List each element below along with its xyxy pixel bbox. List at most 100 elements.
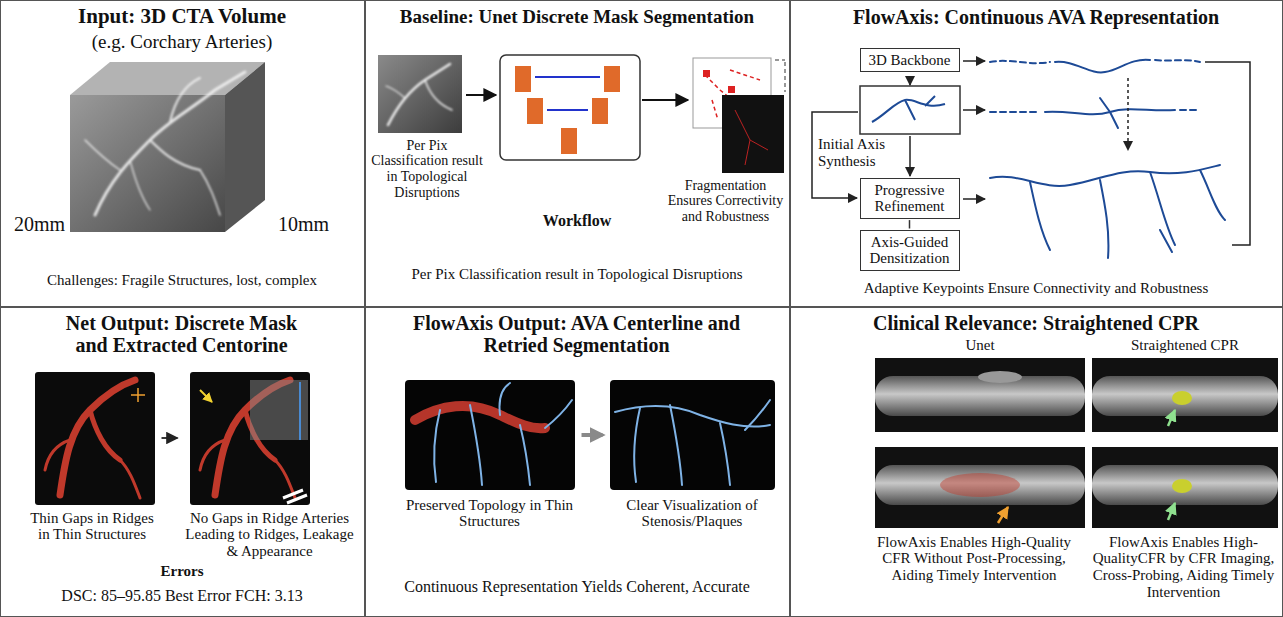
cpr-images (1092, 358, 1278, 432)
ava-centerline-image (499, 383, 510, 415)
image-panel: Preserved Topology in Thin Structures (400, 380, 580, 533)
unet-network-symbol (527, 98, 543, 124)
cpr-images (978, 371, 1022, 383)
cpr-images (875, 358, 1085, 432)
panel: FlowAxis Output: AVA Centerline and Retr… (365, 307, 790, 617)
extracted-centerline-image (200, 440, 225, 470)
unet-network-symbol (604, 66, 620, 92)
unet-input-image (425, 80, 452, 110)
caption: Clear Visualization of Stenosis/Plaques (605, 497, 780, 531)
connector-arrow (582, 433, 603, 437)
cpr-images (875, 447, 1085, 528)
cpr-images (1168, 503, 1175, 520)
image-panel: No Gaps in Ridge Arteries Leading to Rid… (180, 372, 360, 562)
unet-network-symbol (592, 98, 608, 124)
cpr-images (1168, 410, 1175, 426)
caption: DSC: 85–95.85 Best Error FCH: 3.13 (0, 587, 365, 605)
unet-network-symbol (515, 66, 620, 154)
dimension-label: 20mm (14, 213, 65, 235)
discrete-mask-image (45, 440, 70, 470)
unet-network-symbol (515, 66, 531, 92)
pipeline-arrow (909, 76, 911, 85)
fragmented-output-image (703, 70, 710, 77)
unet-input-image (388, 64, 450, 125)
caption: Continuous Representation Yields Coheren… (365, 578, 790, 596)
pipeline-arrow (963, 60, 985, 62)
centerline-sketch (1100, 180, 1108, 258)
ava-centerline-image (405, 380, 575, 490)
caption: Per Pix Classification result in Topolog… (365, 266, 790, 283)
cpr-images (875, 376, 1085, 416)
caption: Challenges: Fragile Structures, lost, co… (0, 272, 365, 289)
fragmented-output-image (775, 60, 785, 92)
box-label: 3D Backbone (865, 52, 955, 69)
caption: Thin Gaps in Ridges in Thin Structures (25, 510, 160, 544)
cta-cube (200, 170, 220, 215)
cta-cube (85, 140, 120, 170)
cta-cube (70, 95, 225, 232)
caption: FlowAxis Enables High-QualityCFR by CFR … (1090, 534, 1278, 601)
ava-centerline-image (415, 406, 545, 428)
cta-cube (150, 140, 200, 170)
unet-input-image (378, 55, 462, 133)
unet-input-image (378, 55, 462, 133)
unet-input-image (386, 64, 452, 125)
unet-input-image (386, 86, 405, 98)
box-label: Axis-Guided Densitization (865, 234, 955, 268)
cpr-images (1092, 447, 1278, 528)
axis-synthesis-box (860, 86, 960, 134)
discrete-mask-image (131, 388, 145, 402)
caption: FlowAxis Enables High-Quality CFR Withou… (862, 534, 1087, 584)
centerline-sketch (1200, 170, 1225, 220)
extracted-centerline-image (250, 380, 308, 440)
caption: Preserved Topology in Thin Structures (400, 497, 580, 531)
extracted-centerline-image (200, 390, 212, 402)
unet-network-symbol (561, 128, 577, 154)
image-panel: Per Pix Classification result in Topolog… (369, 55, 486, 203)
retrieved-segmentation-image (720, 423, 730, 485)
centerline-sketch (990, 165, 1220, 186)
pipeline-arrow (963, 198, 985, 200)
retrieved-segmentation-image (610, 380, 775, 490)
retrieved-segmentation-image (670, 405, 682, 485)
ava-centerline-image (520, 425, 530, 485)
fragmented-output-image (693, 58, 785, 173)
image-panel: Thin Gaps in Ridges in Thin Structures (25, 372, 160, 546)
connector-arrow (162, 437, 178, 439)
cpr-images (1092, 376, 1278, 416)
ava-centerline-image (545, 400, 572, 428)
panel-title: Net Output: Discrete Mask and Extracted … (52, 312, 312, 357)
ava-centerline-image (434, 383, 572, 485)
box-label: Progressive Refinement (865, 182, 955, 216)
centerline-sketch (1180, 109, 1200, 111)
unet-network-symbol (500, 55, 640, 160)
unet-network-symbol (547, 109, 588, 111)
centerline-sketch (1030, 182, 1050, 250)
annotation-label: Straightened CPR (1100, 337, 1270, 354)
cpr-images (998, 507, 1008, 523)
cta-cube (225, 62, 265, 232)
connector-arrow (909, 220, 911, 228)
image-panel: Fragmentation Ensures Correctivity and R… (664, 58, 788, 227)
cpr-images (1092, 465, 1278, 505)
panel: Input: 3D CTA Volume(e.g. Corchary Arter… (0, 0, 365, 307)
panel: Clinical Relevance: Straightened CPRFlow… (790, 307, 1283, 617)
ava-centerline-image (470, 405, 482, 485)
unet-network-symbol (535, 76, 600, 78)
unet-network-symbol (500, 55, 640, 160)
process-box: 3D Backbone (860, 48, 960, 73)
cpr-images (875, 465, 1085, 505)
panel-title: FlowAxis: Continuous AVA Representation (790, 6, 1283, 28)
axis-synthesis-box (872, 96, 945, 122)
pipeline-arrow (963, 109, 985, 111)
caption: No Gaps in Ridge Arteries Leading to Rid… (180, 510, 360, 560)
panel-title: Input: 3D CTA Volume (0, 5, 365, 29)
caption: Fragmentation Ensures Correctivity and R… (664, 178, 788, 225)
pipeline-arrow (812, 61, 1250, 245)
discrete-mask-image (60, 380, 135, 495)
retrieved-segmentation-image (615, 400, 770, 485)
dimension-label: 10mm (278, 213, 329, 235)
centerline-sketch (990, 61, 1050, 63)
panel: Baseline: Unet Discrete Mask Segmentatio… (365, 0, 790, 307)
